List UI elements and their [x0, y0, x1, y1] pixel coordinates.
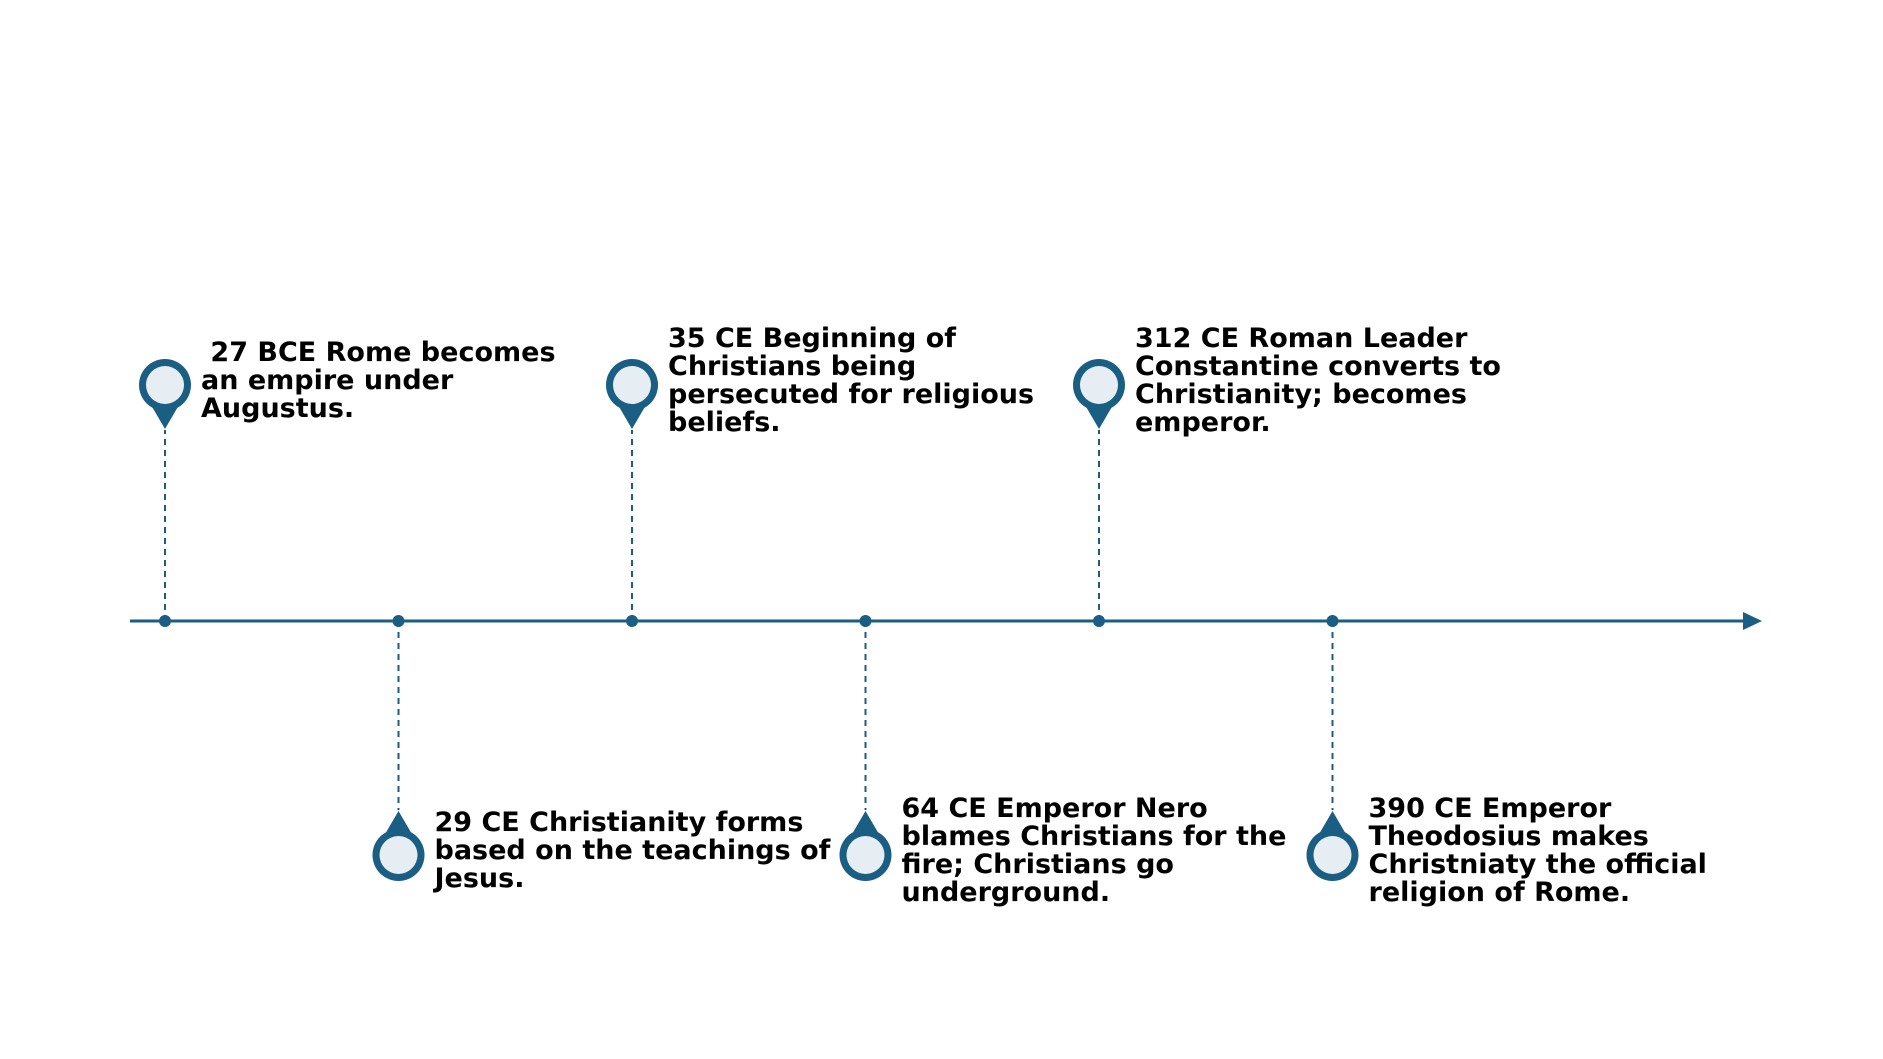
event-label: 64 CE Emperor Nero blames Christians for…	[901, 793, 1287, 908]
event-label: 390 CE Emperor Theodosius makes Christni…	[1368, 793, 1707, 908]
map-pin-icon	[606, 359, 658, 429]
map-pin-icon	[1306, 811, 1359, 881]
event-label: 29 CE Christianity forms based on the te…	[434, 807, 831, 894]
map-pin-icon	[839, 811, 892, 881]
event-label: 312 CE Roman Leader Constantine converts…	[1135, 323, 1501, 438]
map-pin-icon	[372, 811, 425, 881]
axis-dot	[1326, 615, 1339, 627]
map-pin-icon	[139, 359, 191, 429]
timeline-arrowhead	[1743, 612, 1762, 630]
event-label: 35 CE Beginning of Christians being pers…	[668, 323, 1035, 438]
event-label: 27 BCE Rome becomes an empire under Augu…	[201, 337, 556, 424]
axis-dot	[159, 615, 171, 627]
axis-dot	[859, 615, 872, 627]
axis-dot	[392, 615, 405, 627]
map-pin-icon	[1073, 359, 1125, 429]
axis-dot	[626, 615, 638, 627]
axis-dot	[1093, 615, 1105, 627]
